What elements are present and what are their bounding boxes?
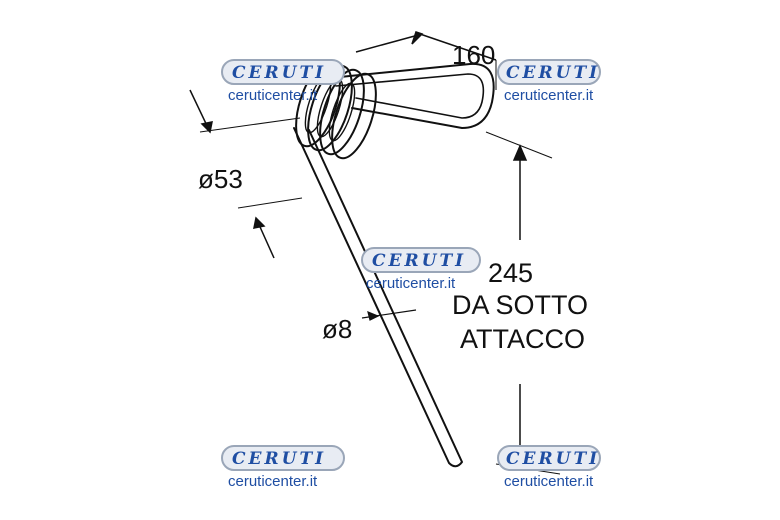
dimension-coil-diameter — [189, 89, 303, 259]
dimension-wire-diameter — [361, 309, 417, 321]
attachment-loop — [329, 62, 495, 129]
dimension-label-160: 160 — [452, 40, 495, 70]
svg-text:ceruticenter.it: ceruticenter.it — [228, 473, 318, 490]
svg-text:ceruticenter.it: ceruticenter.it — [504, 87, 594, 104]
dimension-note-line2: ATTACCO — [460, 324, 585, 354]
svg-text:CERUTI: CERUTI — [232, 449, 326, 469]
watermark-top-right: CERUTI ceruticenter.it — [497, 59, 601, 104]
svg-text:ceruticenter.it: ceruticenter.it — [366, 275, 456, 292]
dimension-label-53: ø53 — [198, 164, 243, 194]
svg-text:CERUTI: CERUTI — [506, 63, 600, 83]
watermark-center: CERUTI ceruticenter.it — [361, 247, 481, 292]
svg-text:CERUTI: CERUTI — [232, 63, 326, 83]
dimension-label-8: ø8 — [322, 314, 352, 344]
watermark-bottom-left: CERUTI ceruticenter.it — [221, 445, 345, 490]
watermark-top-left: CERUTI ceruticenter.it — [221, 59, 345, 104]
dimension-length-160 — [355, 31, 497, 90]
svg-text:CERUTI: CERUTI — [372, 251, 466, 271]
tine-leg — [293, 127, 463, 468]
svg-text:ceruticenter.it: ceruticenter.it — [504, 473, 594, 490]
watermark-bottom-right: CERUTI ceruticenter.it — [497, 445, 601, 490]
svg-text:ceruticenter.it: ceruticenter.it — [228, 87, 318, 104]
svg-text:CERUTI: CERUTI — [506, 449, 600, 469]
dimension-label-245: 245 — [488, 258, 533, 288]
dimension-note-line1: DA SOTTO — [452, 290, 588, 320]
